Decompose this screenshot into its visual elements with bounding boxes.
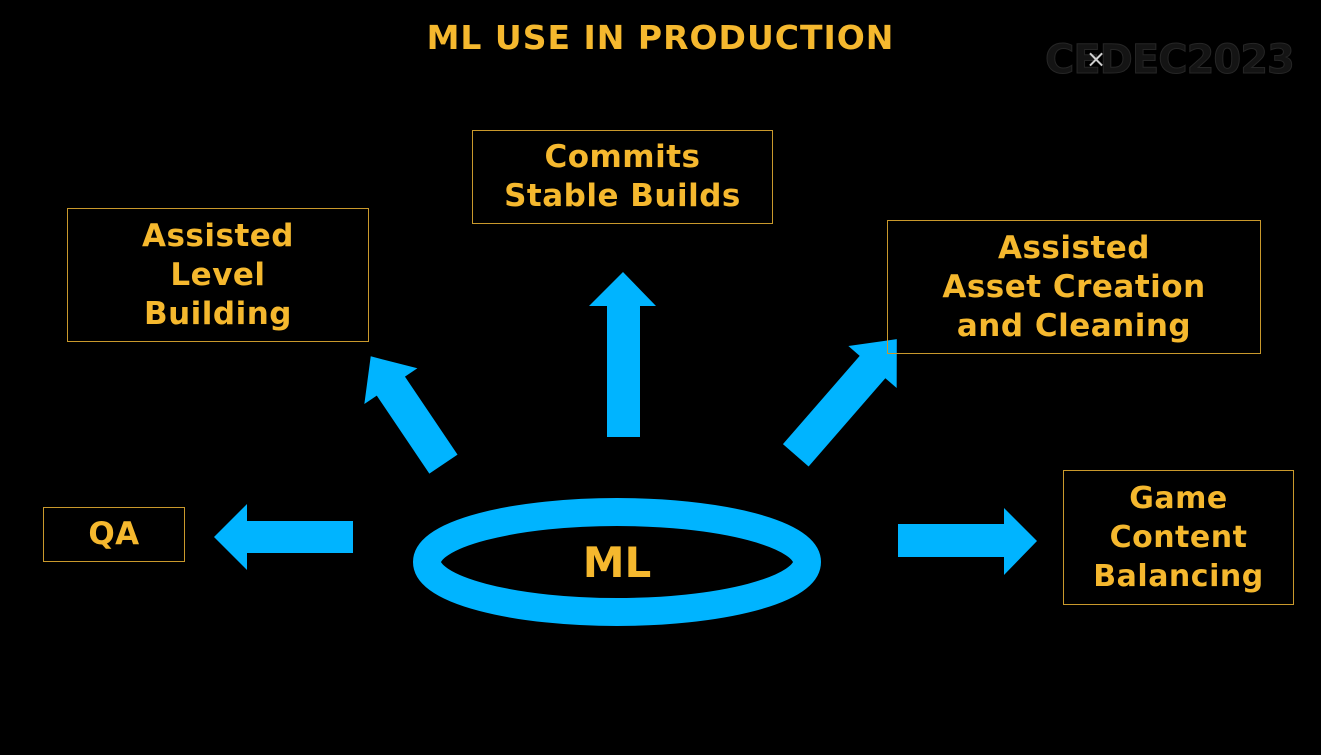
node-assisted-level-building: Assisted Level Building bbox=[67, 208, 369, 342]
arrow-up-right bbox=[782, 339, 897, 467]
node-label: Assisted Asset Creation and Cleaning bbox=[942, 229, 1206, 344]
node-commits-stable-builds: Commits Stable Builds bbox=[472, 130, 773, 224]
arrow-right bbox=[898, 508, 1037, 575]
arrow-up-left bbox=[364, 356, 458, 474]
node-label: Game Content Balancing bbox=[1093, 481, 1264, 594]
node-qa: QA bbox=[43, 507, 185, 562]
node-game-content-balancing: Game Content Balancing bbox=[1063, 470, 1294, 605]
node-assisted-asset-creation: Assisted Asset Creation and Cleaning bbox=[887, 220, 1261, 354]
node-label: QA bbox=[88, 516, 140, 552]
ml-center-label: ML bbox=[582, 538, 652, 587]
node-label: Commits Stable Builds bbox=[504, 139, 741, 214]
slide-title: ML USE IN PRODUCTION bbox=[426, 18, 895, 57]
ml-ring bbox=[413, 498, 821, 626]
arrow-left bbox=[214, 504, 353, 570]
arrow-up bbox=[589, 272, 656, 437]
node-label: Assisted Level Building bbox=[141, 217, 294, 332]
close-icon[interactable]: × bbox=[1085, 45, 1107, 73]
